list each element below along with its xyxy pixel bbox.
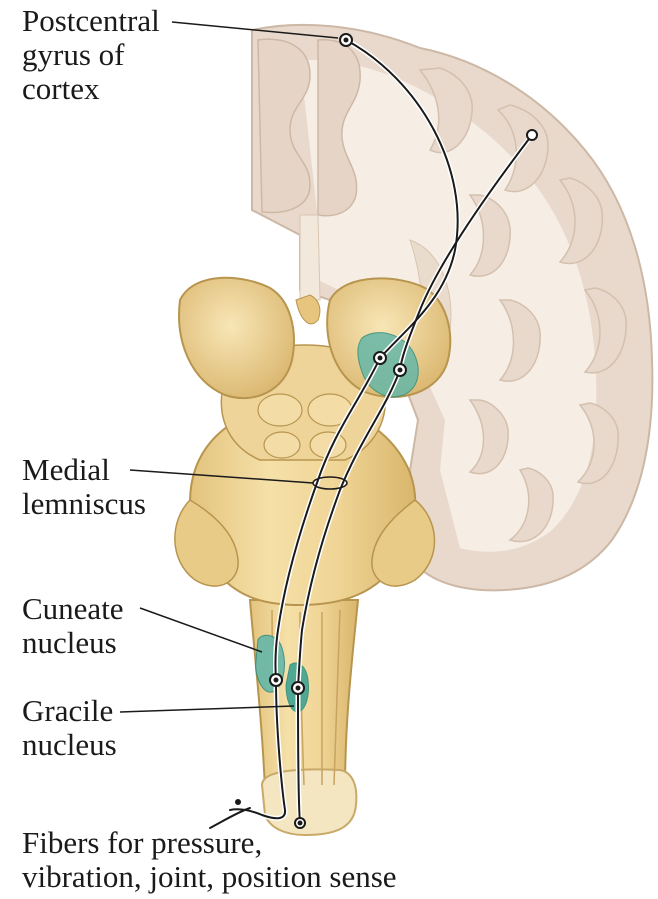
thalamus-left (179, 278, 294, 398)
label-fibers-line1: Fibers for pressure, (22, 826, 397, 860)
label-cuneate-line2: nucleus (22, 626, 124, 660)
label-cuneate-nucleus: Cuneate nucleus (22, 592, 124, 660)
label-postcentral-line2: gyrus of (22, 38, 160, 72)
label-medial-line2: lemniscus (22, 487, 146, 521)
label-fibers: Fibers for pressure, vibration, joint, p… (22, 826, 397, 894)
synapse-cortex-2 (527, 130, 537, 140)
label-medial-lemniscus: Medial lemniscus (22, 453, 146, 521)
label-postcentral-line3: cortex (22, 72, 160, 106)
label-fibers-line2: vibration, joint, position sense (22, 860, 397, 894)
label-postcentral-gyrus: Postcentral gyrus of cortex (22, 4, 160, 106)
label-postcentral-line1: Postcentral (22, 4, 160, 38)
label-gracile-nucleus: Gracile nucleus (22, 694, 117, 762)
label-cuneate-line1: Cuneate (22, 592, 124, 626)
label-gracile-line2: nucleus (22, 728, 117, 762)
label-medial-line1: Medial (22, 453, 146, 487)
leader-cuneate (140, 608, 262, 652)
label-gracile-line1: Gracile (22, 694, 117, 728)
